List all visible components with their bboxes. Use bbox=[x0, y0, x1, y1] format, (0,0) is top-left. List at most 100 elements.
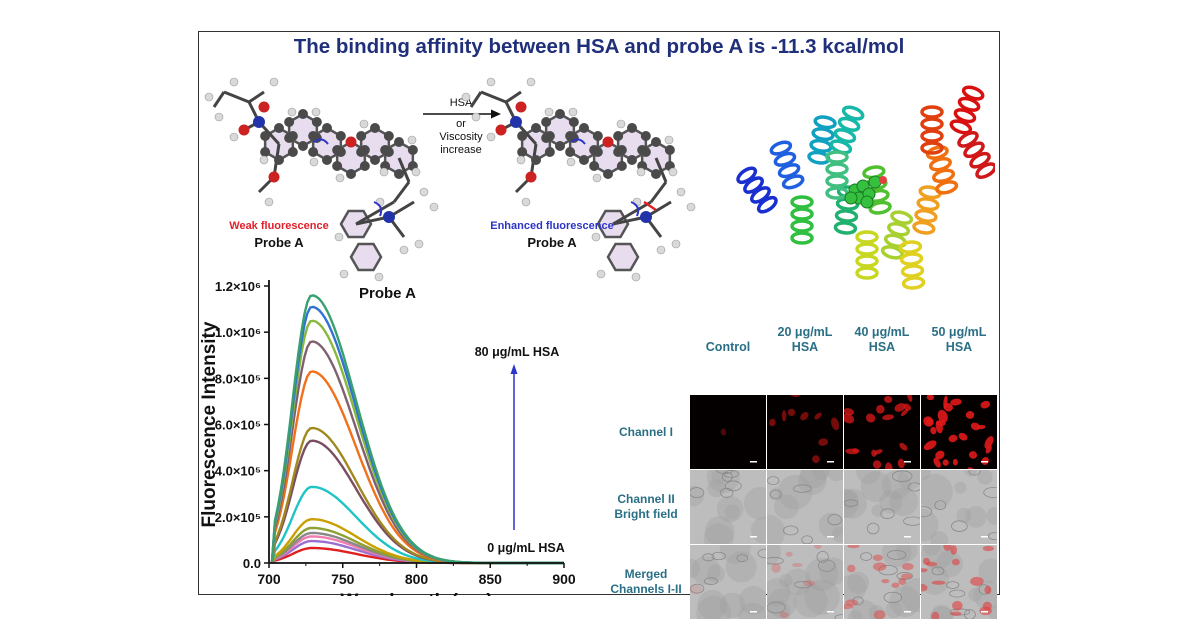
ligand-atom bbox=[868, 175, 882, 189]
carbon-atom bbox=[627, 123, 637, 133]
hydrogen-atom bbox=[379, 167, 389, 177]
alpha-helix bbox=[925, 145, 959, 195]
x-tick-label: 700 bbox=[257, 571, 281, 587]
hydrogen-atom bbox=[339, 269, 349, 279]
fluorescence-image-tile bbox=[921, 395, 997, 469]
alpha-helix bbox=[949, 85, 985, 135]
carbon-atom bbox=[287, 147, 298, 157]
oxygen-atom bbox=[525, 171, 537, 183]
probe-a-right-label: Probe A bbox=[527, 235, 577, 250]
merged-image-tile bbox=[767, 545, 843, 619]
imaging-column-header: 40 μg/mL HSA bbox=[854, 325, 910, 354]
carbon-atom bbox=[589, 161, 600, 171]
carbon-atom bbox=[370, 123, 380, 133]
carbon-atom bbox=[311, 117, 322, 127]
oxygen-atom bbox=[515, 101, 527, 113]
figure-frame: The binding affinity between HSA and pro… bbox=[198, 31, 1000, 619]
figure-title: The binding affinity between HSA and pro… bbox=[293, 35, 905, 58]
carbon-atom bbox=[589, 145, 600, 155]
probe-a-left-label: Probe A bbox=[254, 235, 304, 250]
carbon-atom bbox=[603, 169, 613, 179]
hydrogen-atom bbox=[399, 245, 409, 255]
carbon-atom bbox=[284, 133, 295, 143]
hydrogen-atom bbox=[269, 77, 279, 87]
carbon-atom bbox=[568, 117, 579, 127]
carbon-atom bbox=[565, 147, 576, 157]
carbon-atom bbox=[541, 117, 552, 127]
hydrogen-atom bbox=[229, 77, 239, 87]
carbon-atom bbox=[394, 137, 404, 147]
bond bbox=[355, 200, 395, 226]
hydrogen-atom bbox=[671, 239, 681, 249]
arrow-label-viscosity: Viscosity bbox=[439, 131, 483, 143]
y-axis-label: Fluorescence Intensity bbox=[199, 321, 220, 527]
carbon-atom bbox=[555, 109, 565, 119]
hydrogen-atom bbox=[374, 272, 384, 282]
ligand-atom bbox=[879, 176, 887, 184]
brightfield-image-tile bbox=[690, 470, 766, 544]
hydrogen-atom bbox=[419, 187, 429, 197]
hydrogen-atom bbox=[429, 202, 439, 212]
carbon-atom bbox=[356, 131, 367, 141]
hydrogen-atom bbox=[526, 77, 536, 87]
alpha-helix bbox=[807, 115, 837, 165]
oxygen-atom bbox=[602, 136, 614, 148]
carbon-atom bbox=[627, 155, 637, 165]
alpha-helix bbox=[855, 230, 879, 280]
bond bbox=[480, 90, 507, 104]
alpha-helix bbox=[736, 166, 778, 214]
carbon-atom bbox=[616, 161, 627, 171]
rotation-arrow bbox=[570, 138, 586, 145]
carbon-atom bbox=[308, 147, 319, 157]
hydrogen-atom bbox=[486, 132, 496, 142]
hydrogen-atom bbox=[568, 107, 578, 117]
imaging-row-header: Channel II Bright field bbox=[614, 492, 678, 521]
carbon-atom bbox=[322, 123, 332, 133]
hydrogen-atom bbox=[229, 132, 239, 142]
hydrogen-atom bbox=[676, 187, 686, 197]
imaging-column-header: Control bbox=[705, 340, 751, 354]
carbon-atom bbox=[274, 155, 284, 165]
imaging-row-header: Merged Channels I-II bbox=[610, 567, 682, 596]
carbon-atom bbox=[579, 155, 589, 165]
x-tick-label: 750 bbox=[331, 571, 355, 587]
cell-imaging-panel: Control 20 μg/mL HSA 40 μg/mL HSA 50 μg/mL … bbox=[604, 322, 999, 619]
hydrogen-atom bbox=[596, 269, 606, 279]
hydrogen-atom bbox=[656, 245, 666, 255]
hydrogen-atom bbox=[214, 112, 224, 122]
y-tick-label: 4.0×10⁵ bbox=[215, 464, 261, 479]
y-tick-label: 1.2×10⁶ bbox=[215, 279, 261, 294]
bond bbox=[469, 91, 483, 108]
arrow-label-or: or bbox=[456, 118, 466, 130]
hydrogen-atom bbox=[259, 155, 269, 165]
carbon-atom bbox=[346, 169, 356, 179]
hydrogen-atom bbox=[636, 167, 646, 177]
hydrogen-atom bbox=[309, 157, 319, 167]
hydrogen-atom bbox=[616, 119, 626, 129]
y-tick-label: 8.0×10⁵ bbox=[215, 371, 261, 386]
hydrogen-atom bbox=[521, 197, 531, 207]
carbon-atom bbox=[544, 147, 555, 157]
imaging-column-header: 20 μg/mL HSA bbox=[777, 325, 833, 354]
carbon-atom bbox=[359, 161, 370, 171]
y-tick-label: 0.0 bbox=[243, 556, 261, 571]
carbon-atom bbox=[335, 131, 346, 141]
carbon-atom bbox=[260, 147, 271, 157]
hydrogen-atom bbox=[461, 92, 471, 102]
carbon-atom bbox=[592, 131, 603, 141]
chart-title: Probe A bbox=[359, 285, 416, 302]
hydrogen-atom bbox=[471, 112, 481, 122]
hydrogen-atom bbox=[631, 272, 641, 282]
carbon-atom bbox=[613, 131, 624, 141]
annotation-80-hsa: 80 μg/mL HSA bbox=[475, 345, 560, 359]
carbon-atom bbox=[274, 123, 284, 133]
carbon-atom bbox=[651, 169, 661, 179]
imaging-column-header: 50 μg/mL HSA bbox=[931, 325, 987, 354]
fluorescence-image-tile bbox=[690, 395, 766, 469]
alpha-helix bbox=[829, 105, 865, 155]
hydrogen-atom bbox=[486, 77, 496, 87]
y-tick-label: 1.0×10⁶ bbox=[215, 325, 261, 340]
alpha-helix bbox=[920, 105, 944, 155]
hydrogen-atom bbox=[516, 155, 526, 165]
ligand-atom bbox=[844, 191, 858, 205]
